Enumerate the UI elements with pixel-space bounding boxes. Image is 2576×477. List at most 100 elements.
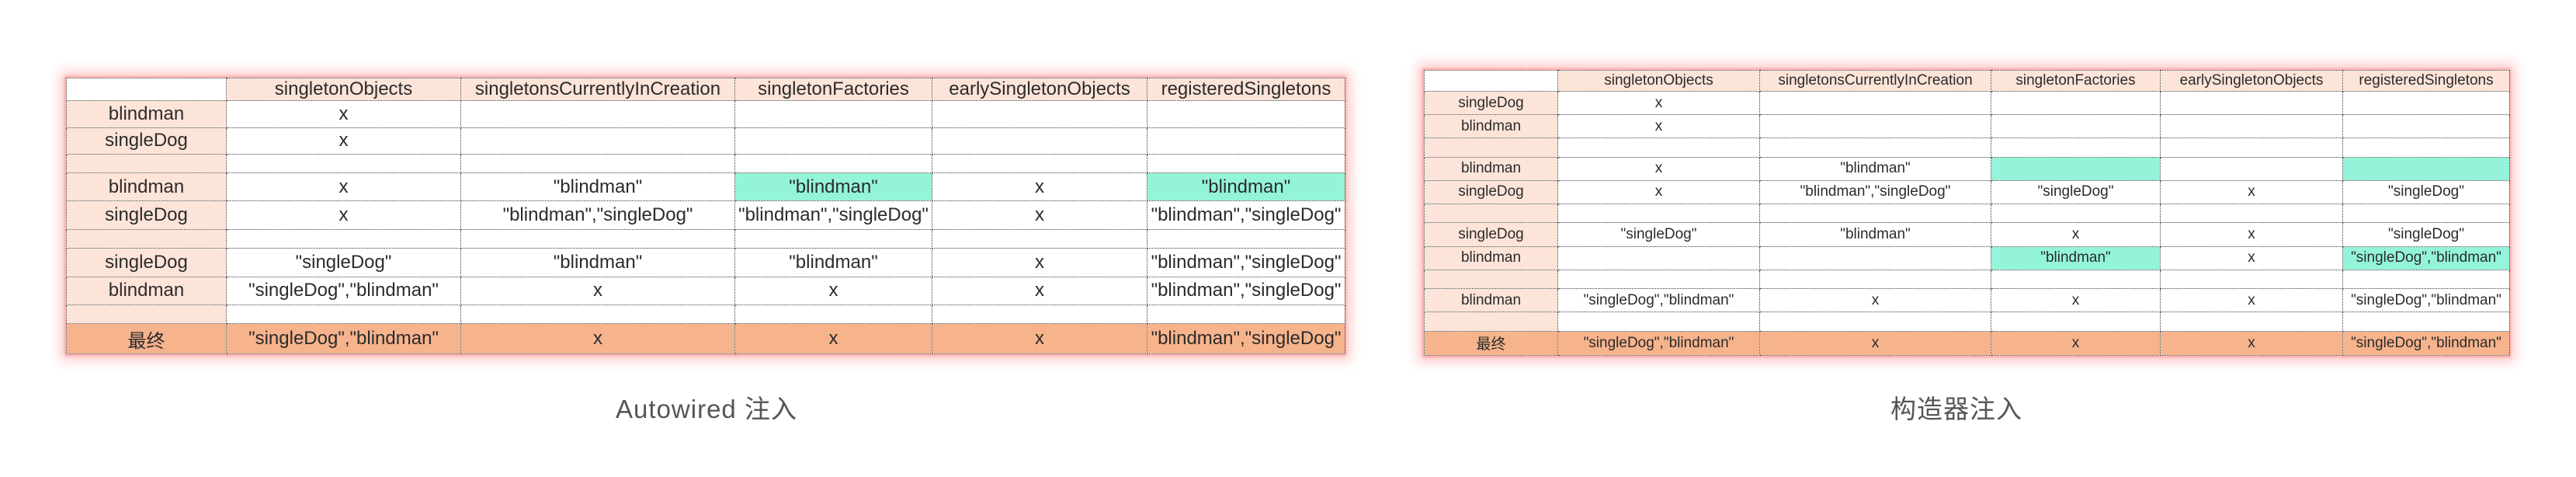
row-label: blindman — [1424, 156, 1558, 181]
cell-earlySingletonObjects: x — [2160, 222, 2343, 247]
cell-singletonFactories — [1991, 90, 2161, 116]
cell-singletonsCurrentlyInCreation: "blindman" — [460, 247, 735, 277]
cell-singletonsCurrentlyInCreation: x — [460, 323, 735, 354]
cell-singletonFactories: x — [1991, 288, 2161, 313]
cell-registeredSingletons: "blindman" — [1147, 172, 1345, 202]
cell-singletonFactories: x — [1991, 330, 2161, 357]
cell-singletonFactories — [1991, 312, 2161, 332]
column-header: singletonsCurrentlyInCreation — [460, 78, 735, 101]
row-label: singleDog — [1424, 90, 1558, 116]
row-label: singleDog — [1424, 179, 1558, 204]
cell-earlySingletonObjects — [2160, 138, 2343, 158]
cell-singletonsCurrentlyInCreation — [460, 127, 735, 155]
cell-registeredSingletons: "blindman","singleDog" — [1147, 200, 1345, 231]
cell-singletonsCurrentlyInCreation: x — [1759, 288, 1991, 313]
cell-singletonObjects — [1557, 312, 1760, 332]
cell-singletonFactories: "blindman","singleDog" — [734, 200, 932, 231]
cell-singletonFactories: x — [734, 276, 932, 306]
autowired-table-panel: singletonObjects singletonsCurrentlyInCr… — [66, 78, 1345, 354]
cell-earlySingletonObjects: x — [932, 323, 1147, 354]
cell-singletonObjects: x — [226, 127, 461, 155]
cell-earlySingletonObjects — [932, 100, 1147, 128]
column-header: earlySingletonObjects — [932, 78, 1147, 101]
row-label — [1424, 138, 1558, 158]
row-label: blindman — [66, 100, 227, 128]
cell-earlySingletonObjects: x — [932, 172, 1147, 202]
cell-singletonObjects: x — [1557, 114, 1760, 139]
cell-singletonObjects — [1557, 245, 1760, 270]
cell-singletonObjects — [226, 154, 461, 173]
cell-singletonObjects: x — [226, 172, 461, 202]
row-label — [66, 229, 227, 249]
row-label: 最终 — [1424, 330, 1558, 357]
cell-singletonFactories — [734, 305, 932, 325]
cell-singletonFactories: x — [1991, 222, 2161, 247]
row-label: singleDog — [1424, 222, 1558, 247]
row-label — [66, 305, 227, 325]
cell-registeredSingletons — [1147, 127, 1345, 155]
cell-singletonsCurrentlyInCreation — [1759, 114, 1991, 139]
cell-registeredSingletons — [2342, 203, 2510, 224]
cell-singletonsCurrentlyInCreation — [460, 100, 735, 128]
cell-singletonFactories — [1991, 203, 2161, 224]
row-label: blindman — [1424, 245, 1558, 270]
cell-earlySingletonObjects — [932, 154, 1147, 173]
cell-singletonFactories — [1991, 114, 2161, 139]
cell-singletonFactories — [734, 229, 932, 249]
cell-singletonsCurrentlyInCreation — [1759, 138, 1991, 158]
cell-singletonObjects: x — [1557, 179, 1760, 204]
cell-singletonObjects — [226, 229, 461, 249]
cell-earlySingletonObjects — [2160, 269, 2343, 290]
cell-singletonsCurrentlyInCreation — [460, 229, 735, 249]
cell-singletonsCurrentlyInCreation: x — [1759, 330, 1991, 357]
column-header: singletonFactories — [734, 78, 932, 101]
cell-singletonFactories — [734, 127, 932, 155]
constructor-state-table: singletonObjects singletonsCurrentlyInCr… — [1424, 70, 2510, 357]
column-header: singletonObjects — [226, 78, 461, 101]
column-header: singletonsCurrentlyInCreation — [1759, 70, 1991, 92]
cell-singletonObjects: "singleDog","blindman" — [1557, 288, 1760, 313]
cell-registeredSingletons: "singleDog","blindman" — [2342, 330, 2510, 357]
spacer-row — [1424, 312, 2510, 332]
cell-earlySingletonObjects: x — [2160, 288, 2343, 313]
spacer-row — [1424, 269, 2510, 290]
spacer-row — [1424, 138, 2510, 158]
cell-earlySingletonObjects: x — [932, 276, 1147, 306]
cell-singletonObjects: "singleDog" — [1557, 222, 1760, 247]
cell-earlySingletonObjects — [2160, 90, 2343, 116]
cell-singletonFactories — [1991, 156, 2161, 181]
cell-singletonsCurrentlyInCreation: "blindman","singleDog" — [1759, 179, 1991, 204]
cell-earlySingletonObjects: x — [2160, 245, 2343, 270]
cell-earlySingletonObjects: x — [932, 200, 1147, 231]
cell-earlySingletonObjects: x — [2160, 179, 2343, 204]
cell-singletonObjects: "singleDog" — [226, 247, 461, 277]
cell-singletonObjects — [1557, 203, 1760, 224]
cell-earlySingletonObjects — [932, 229, 1147, 249]
cell-singletonObjects: "singleDog","blindman" — [226, 276, 461, 306]
constructor-caption: 构造器注入 — [1890, 395, 2022, 423]
cell-singletonFactories: "singleDog" — [1991, 179, 2161, 204]
cell-singletonObjects — [1557, 269, 1760, 290]
cell-earlySingletonObjects — [2160, 203, 2343, 224]
constructor-table-panel: singletonObjects singletonsCurrentlyInCr… — [1424, 70, 2510, 357]
row-label — [1424, 203, 1558, 224]
cell-singletonFactories: x — [734, 323, 932, 354]
column-header: registeredSingletons — [2342, 70, 2510, 92]
cell-singletonsCurrentlyInCreation: "blindman" — [1759, 222, 1991, 247]
row-label: blindman — [1424, 114, 1558, 139]
cell-singletonsCurrentlyInCreation — [460, 305, 735, 325]
cell-registeredSingletons — [1147, 100, 1345, 128]
row-label — [1424, 269, 1558, 290]
cell-registeredSingletons — [1147, 229, 1345, 249]
cell-singletonObjects — [1557, 138, 1760, 158]
